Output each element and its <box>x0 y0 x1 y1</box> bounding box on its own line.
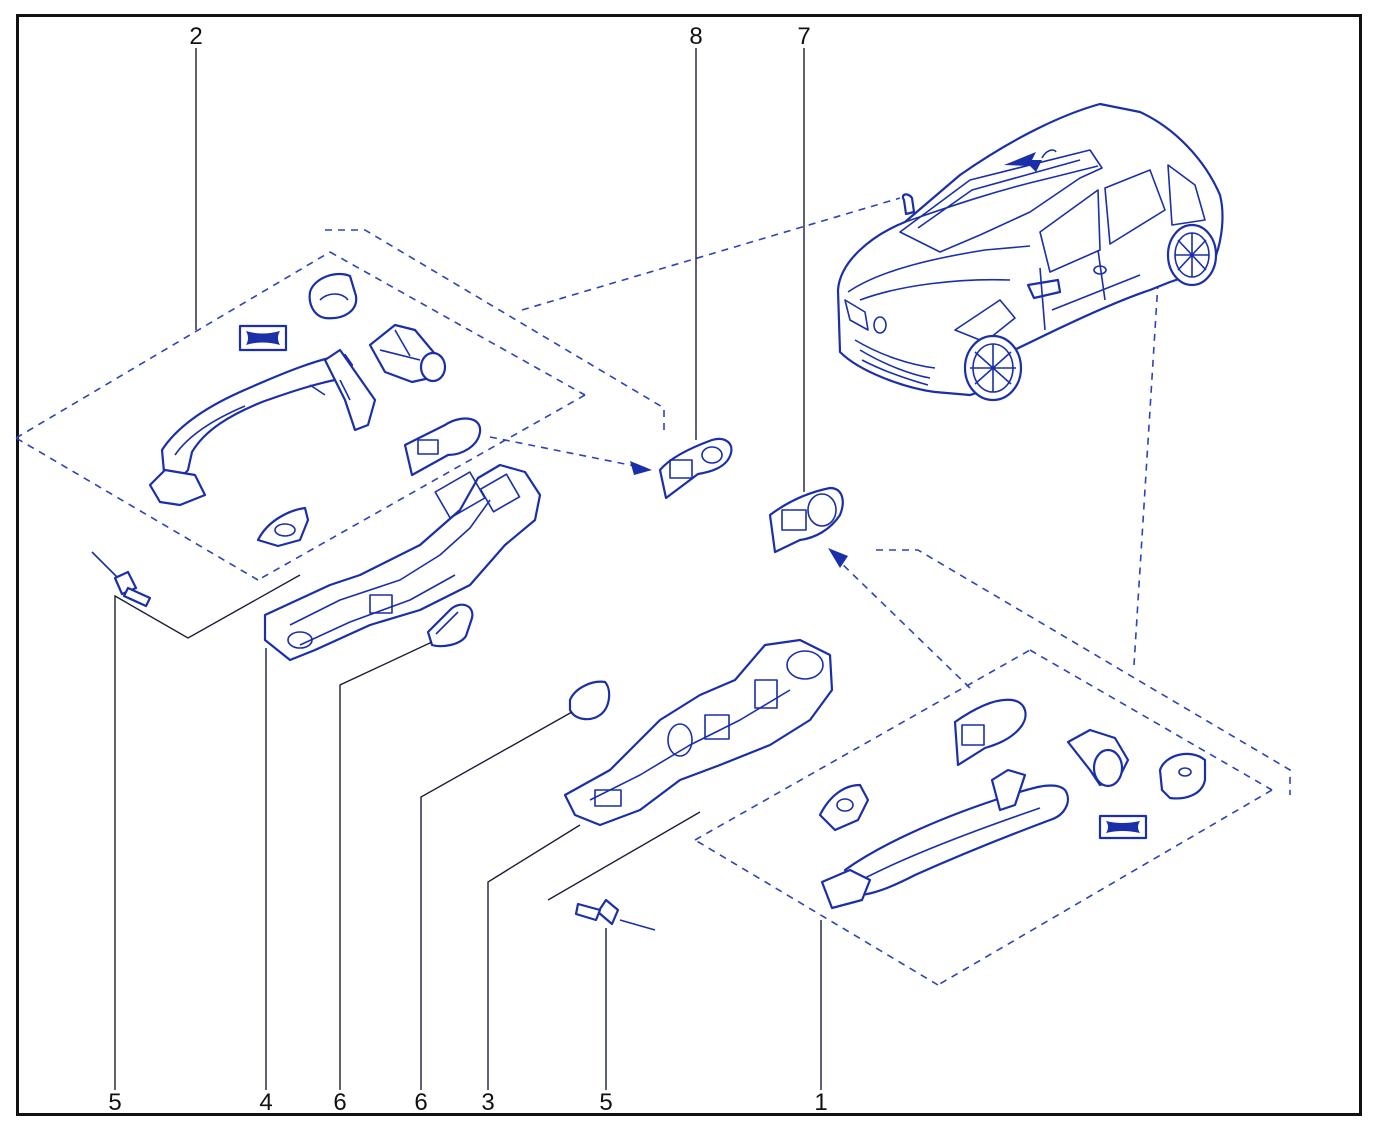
gasket-icon <box>426 603 474 648</box>
left-handle-kit <box>148 272 482 548</box>
right-handle-kit <box>818 698 1207 910</box>
end-cap-icon <box>308 272 358 320</box>
callout-1: 1 <box>814 1089 827 1116</box>
rivet-icon <box>91 551 152 608</box>
label-plate-icon <box>238 324 288 352</box>
gasket-icon <box>568 680 611 721</box>
callout-5-mid: 5 <box>599 1089 612 1116</box>
gasket-icon <box>658 437 733 500</box>
door-handle-icon <box>148 348 377 507</box>
lock-cylinder-icon <box>1066 728 1130 788</box>
callout-5-left: 5 <box>108 1089 121 1116</box>
gasket-icon <box>256 506 310 548</box>
callout-6-mid: 6 <box>414 1089 427 1116</box>
gasket-icon <box>403 417 482 477</box>
callout-3: 3 <box>481 1089 494 1116</box>
direction-arrow-icon <box>630 461 848 568</box>
callout-6-left: 6 <box>333 1089 346 1116</box>
leader-lines <box>114 48 822 1090</box>
label-plate-icon <box>1098 814 1148 840</box>
gasket-icon <box>818 783 870 832</box>
lock-cylinder-icon <box>368 323 447 384</box>
callout-4: 4 <box>259 1089 272 1116</box>
callout-2: 2 <box>189 23 202 50</box>
handle-bracket-icon <box>263 463 542 662</box>
handle-bracket-icon <box>563 638 834 827</box>
door-handle-icon <box>820 768 1069 910</box>
gasket-icon <box>953 698 1027 767</box>
callout-labels: 2 8 7 5 4 6 6 3 5 1 <box>108 23 827 1116</box>
callout-8: 8 <box>689 23 702 50</box>
callout-7: 7 <box>797 23 810 50</box>
rivet-icon <box>574 898 656 931</box>
gasket-icon <box>768 486 844 554</box>
car-illustration-icon <box>836 102 1224 402</box>
end-cap-icon <box>1158 752 1207 800</box>
dashed-group-lines <box>15 197 1291 986</box>
